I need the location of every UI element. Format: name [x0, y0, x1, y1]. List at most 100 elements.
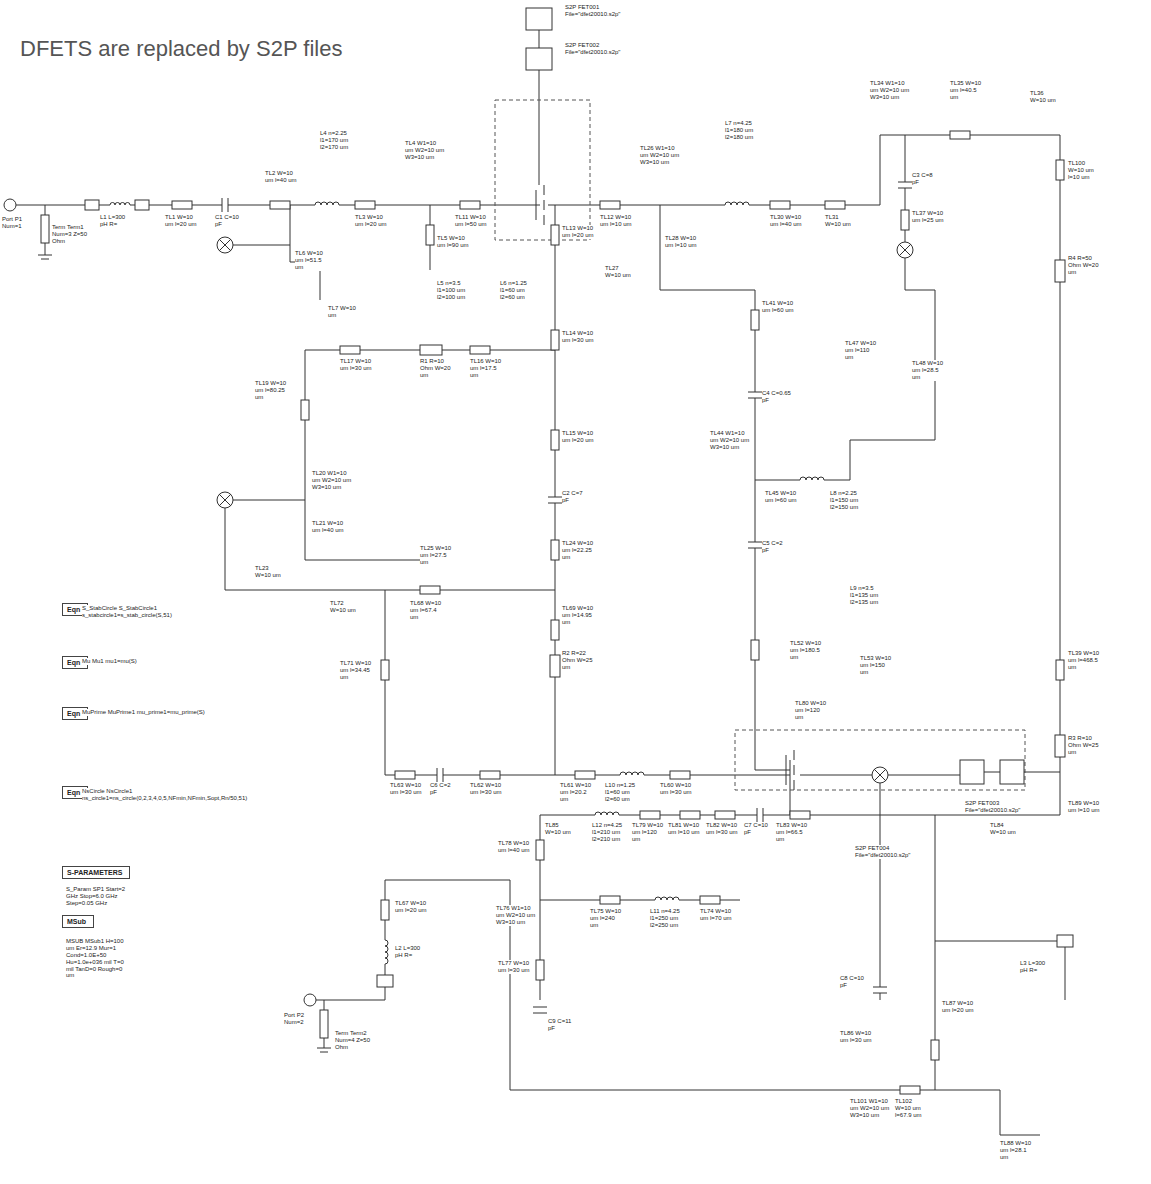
block-label: S-PARAMETERS: [67, 869, 125, 876]
simulation-block: S-PARAMETERS: [62, 866, 130, 879]
component-parameters: C3 C=8 pF: [912, 172, 940, 186]
component-parameters: TL82 W=10 um l=30 um: [706, 822, 738, 836]
component-parameters: TL53 W=10 um l=150 um: [860, 655, 892, 676]
component-parameters: TL77 W=10 um l=30 um: [498, 960, 532, 974]
component-parameters: TL13 W=10 um l=20 um: [562, 225, 594, 239]
component-parameters: S2P FET001 File="dfet20010.s2p": [565, 4, 645, 18]
block-label: Eqn: [67, 606, 83, 613]
component-parameters: TL80 W=10 um l=120 um: [795, 700, 827, 721]
component-parameters: TL48 W=10 um l=28.5 um: [912, 360, 944, 381]
component-parameters: TL12 W=10 um l=10 um: [600, 214, 632, 228]
component-parameters: TL27 W=10 um: [605, 265, 635, 279]
component-parameters: TL86 W=10 um l=30 um: [840, 1030, 872, 1044]
component-parameters: L5 n=3.5 l1=100 um l2=100 um: [437, 280, 473, 301]
component-parameters: C8 C=10 pF: [840, 975, 868, 989]
component-parameters: L10 n=1.25 l1=60 um l2=60 um: [605, 782, 641, 803]
component-parameters: C5 C=2 pF: [762, 540, 790, 554]
component-parameters: R2 R=22 Ohm W=25 um: [562, 650, 594, 671]
component-parameters: Mu Mu1 mu1=mu(S): [82, 658, 202, 665]
component-parameters: TL25 W=10 um l=27.5 um: [420, 545, 452, 566]
page-title: DFETS are replaced by S2P files: [20, 36, 342, 62]
component-parameters: TL102 W=10 um l=67.9 um: [895, 1098, 927, 1119]
component-parameters: L11 n=4.25 l1=250 um l2=250 um: [650, 908, 686, 929]
component-parameters: R4 R=50 Ohm W=20 um: [1068, 255, 1100, 276]
component-parameters: TL36 W=10 um: [1030, 90, 1060, 104]
component-parameters: TL20 W1=10 um W2=10 um W3=10 um: [312, 470, 352, 491]
component-parameters: TL37 W=10 um l=25 um: [912, 210, 944, 224]
component-parameters: TL24 W=10 um l=22.25 um: [562, 540, 594, 561]
component-parameters: TL81 W=10 um l=10 um: [668, 822, 700, 836]
component-parameters: S2P FET003 File="dfet20010.s2p": [965, 800, 1045, 814]
component-parameters: L12 n=4.25 l1=210 um l2=210 um: [592, 822, 628, 843]
component-parameters: S2P FET004 File="dfet20010.s2p": [855, 845, 925, 859]
component-parameters: TL6 W=10 um l=51.5 um: [295, 250, 327, 271]
component-parameters: C7 C=10 pF: [744, 822, 772, 836]
component-parameters: TL15 W=10 um l=20 um: [562, 430, 594, 444]
component-parameters: TL63 W=10 um l=30 um: [390, 782, 422, 796]
component-parameters: TL88 W=10 um l=28.1 um: [1000, 1140, 1032, 1161]
component-parameters: TL39 W=10 um l=468.5 um: [1068, 650, 1100, 671]
component-parameters: TL68 W=10 um l=67.4 um: [410, 600, 442, 621]
component-parameters: TL5 W=10 um l=90 um: [437, 235, 469, 249]
component-parameters: TL84 W=10 um: [990, 822, 1020, 836]
component-parameters: TL85 W=10 um: [545, 822, 575, 836]
component-parameters: L9 n=3.5 l1=135 um l2=135 um: [850, 585, 886, 606]
component-parameters: Port P2 Num=2: [284, 1012, 308, 1026]
fet-placeholders: [495, 8, 1025, 790]
component-parameters: TL30 W=10 um l=40 um: [770, 214, 802, 228]
component-parameters: TL16 W=10 um l=17.5 um: [470, 358, 502, 379]
component-parameters: C4 C=0.65 pF: [762, 390, 792, 404]
component-parameters: TL11 W=10 um l=50 um: [455, 214, 487, 228]
component-parameters: TL67 W=10 um l=20 um: [395, 900, 427, 914]
component-parameters: TL75 W=10 um l=240 um: [590, 908, 622, 929]
capacitors: [222, 182, 912, 1013]
resistors: [41, 215, 1065, 1038]
component-parameters: TL87 W=10 um l=20 um: [942, 1000, 974, 1014]
component-parameters: TL62 W=10 um l=30 um: [470, 782, 502, 796]
component-parameters: L6 n=1.25 l1=60 um l2=60 um: [500, 280, 536, 301]
component-parameters: TL83 W=10 um l=66.5 um: [776, 822, 808, 843]
component-parameters: TL101 W1=10 um W2=10 um W3=10 um: [850, 1098, 890, 1119]
component-parameters: TL89 W=10 um l=10 um: [1068, 800, 1100, 814]
inductors: [110, 198, 824, 964]
component-parameters: TL74 W=10 um l=70 um: [700, 908, 732, 922]
component-parameters: TL60 W=10 um l=30 um: [660, 782, 692, 796]
component-parameters: TL1 W=10 um l=20 um: [165, 214, 197, 228]
component-parameters: TL4 W1=10 um W2=10 um W3=10 um: [405, 140, 445, 161]
component-parameters: L8 n=2.25 l1=150 um l2=150 um: [830, 490, 866, 511]
component-parameters: NsCircle NsCircle1 ns_circle1=ns_circle(…: [82, 788, 262, 802]
block-label: Eqn: [67, 789, 83, 796]
component-parameters: L7 n=4.25 l1=180 um l2=180 um: [725, 120, 761, 141]
component-parameters: Port P1 Num=1: [2, 216, 28, 230]
component-parameters: TL7 W=10 um: [328, 305, 358, 319]
component-parameters: Term Term2 Num=4 Z=50 Ohm: [335, 1030, 371, 1051]
component-parameters: TL45 W=10 um l=60 um: [765, 490, 797, 504]
component-parameters: L2 L=300 pH R=: [395, 945, 425, 959]
component-parameters: TL14 W=10 um l=30 um: [562, 330, 594, 344]
component-parameters: L1 L=300 pH R=: [100, 214, 130, 228]
component-parameters: S2P FET002 File="dfet20010.s2p": [565, 42, 645, 56]
component-parameters: TL28 W=10 um l=10 um: [665, 235, 697, 249]
component-parameters: TL79 W=10 um l=120 um: [632, 822, 664, 843]
component-parameters: C9 C=11 pF: [548, 1018, 576, 1032]
transmission-lines: [172, 131, 1064, 1094]
component-parameters: TL72 W=10 um: [330, 600, 360, 614]
component-parameters: TL35 W=10 um l=40.5 um: [950, 80, 982, 101]
component-parameters: TL3 W=10 um l=20 um: [355, 214, 387, 228]
sources-and-ports: [4, 199, 1073, 1006]
component-parameters: C1 C=10 pF: [215, 214, 243, 228]
component-parameters: TL78 W=10 um l=40 um: [498, 840, 532, 854]
component-parameters: MuPrime MuPrime1 mu_prime1=mu_prime(S): [82, 709, 222, 716]
component-parameters: TL26 W1=10 um W2=10 um W3=10 um: [640, 145, 680, 166]
component-parameters: L4 n=2.25 l1=170 um l2=170 um: [320, 130, 356, 151]
component-parameters: S_Param SP1 Start=2 GHz Stop=6.0 GHz Ste…: [66, 886, 126, 907]
component-parameters: TL100 W=10 um l=10 um: [1068, 160, 1100, 181]
component-parameters: TL69 W=10 um l=14.95 um: [562, 605, 594, 626]
component-parameters: TL21 W=10 um l=40 um: [312, 520, 344, 534]
component-parameters: TL61 W=10 um l=20.2 um: [560, 782, 592, 803]
component-parameters: TL34 W1=10 um W2=10 um W3=10 um: [870, 80, 910, 101]
block-label: Eqn: [67, 710, 83, 717]
component-parameters: C2 C=7 pF: [562, 490, 590, 504]
component-parameters: TL2 W=10 um l=40 um: [265, 170, 297, 184]
